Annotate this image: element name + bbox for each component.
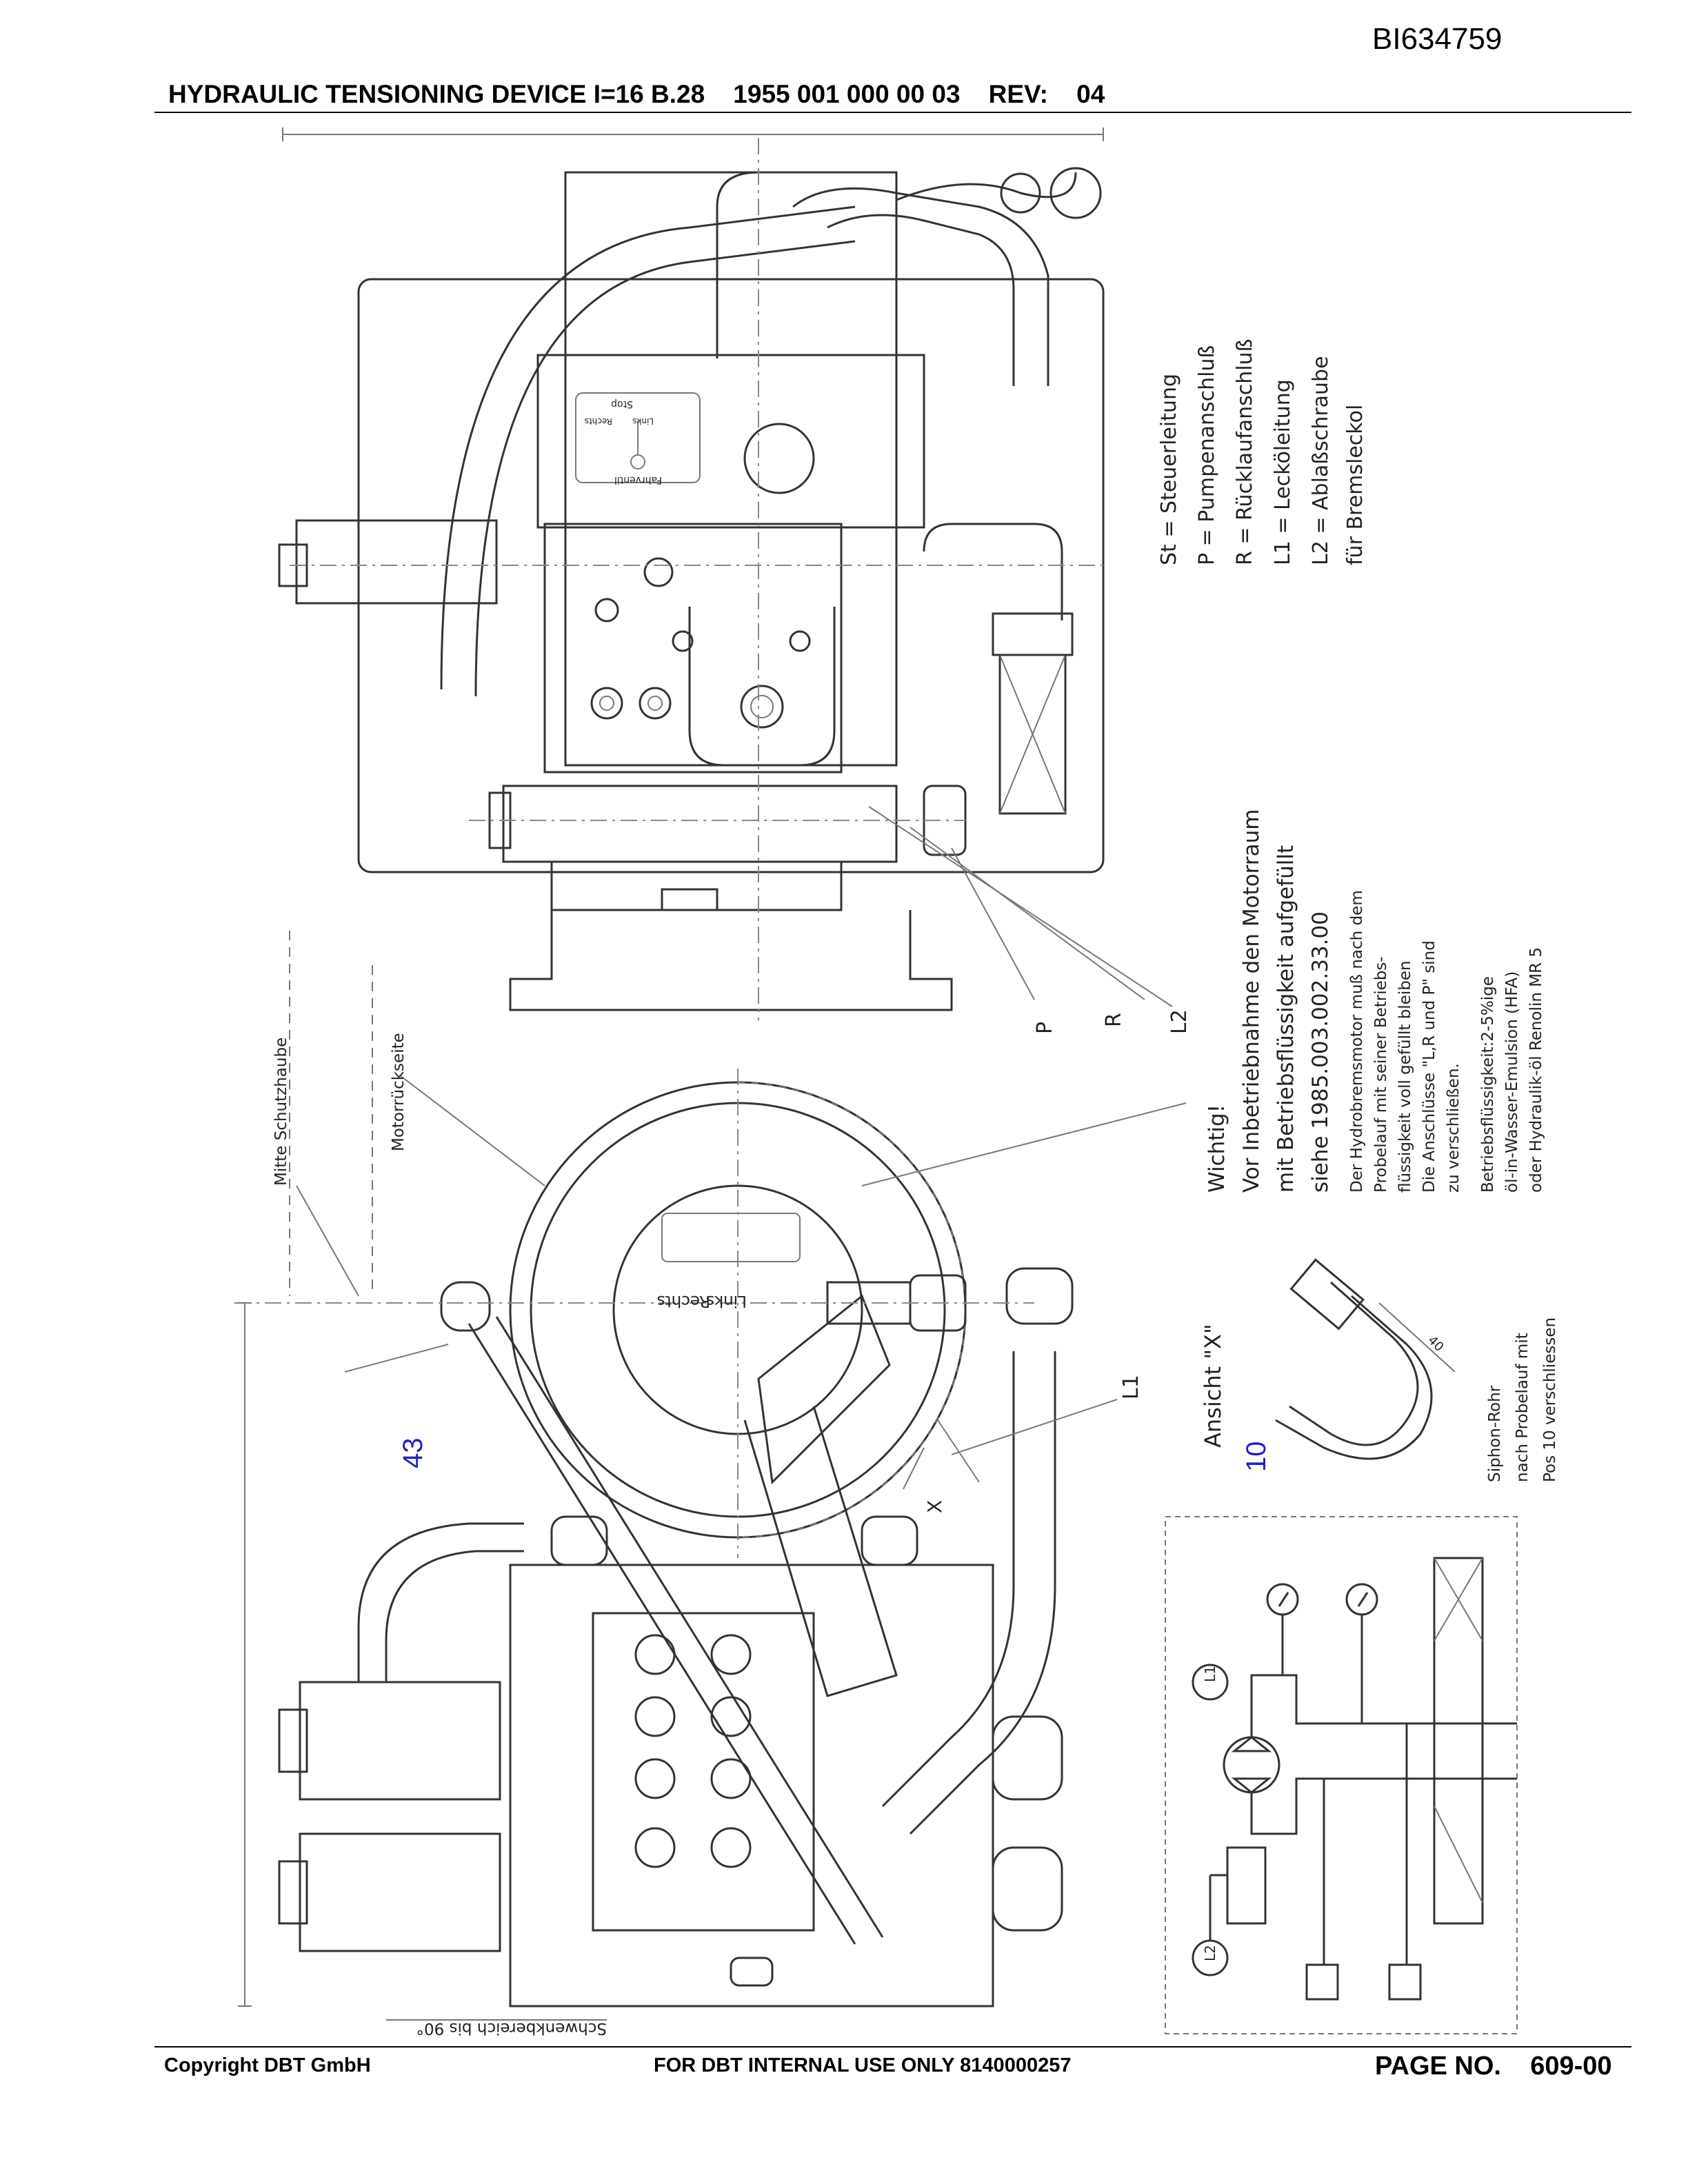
note-line: Betriebsflüssigkeit:2-5%ige xyxy=(1479,976,1497,1193)
note-line: zu verschließen. xyxy=(1445,1063,1463,1193)
port-legend: St = Steuerleitung P = Pumpenanschluß R … xyxy=(1157,338,1367,565)
note-line: Wichtig! xyxy=(1205,1104,1229,1193)
note-line: Probelauf mit seiner Betriebs- xyxy=(1372,956,1390,1193)
position-callout-10: 10 xyxy=(1241,1442,1272,1473)
detail-view-x xyxy=(1275,1258,1456,1460)
footer-divider xyxy=(154,2046,1631,2048)
legend-item: für Bremsleckol xyxy=(1343,405,1367,565)
notes-fluid: Betriebsflüssigkeit:2-5%ige öl-in-Wasser… xyxy=(1479,947,1545,1193)
port-label-l1: L1 xyxy=(1119,1375,1143,1399)
legend-item: P = Pumpenanschluß xyxy=(1195,345,1219,565)
legend-item: L2 = Ablaßschraube xyxy=(1309,356,1333,565)
header-divider xyxy=(154,112,1631,113)
note-line: oder Hydraulik-öl Renolin MR 5 xyxy=(1527,947,1545,1193)
notes-wichtig: Wichtig! Vor Inbetriebnahme den Motorrau… xyxy=(1205,809,1333,1193)
note-line: siehe 1985.003.002.33.00 xyxy=(1308,911,1333,1193)
detail-view-title: Ansicht "X" xyxy=(1200,1324,1226,1448)
footer-internal-notice: FOR DBT INTERNAL USE ONLY 8140000257 xyxy=(654,2054,1072,2076)
label-panel-links: Links xyxy=(632,416,654,426)
note-line: mit Betriebsflüssigkeit aufgefüllt xyxy=(1274,845,1298,1193)
position-callout-43: 43 xyxy=(398,1438,428,1469)
note-line: flüssigkeit voll gefüllt bleiben xyxy=(1396,960,1414,1193)
hydraulic-schematic xyxy=(1165,1516,1518,2034)
label-motorrueckseite: Motorrückseite xyxy=(390,1033,408,1151)
lower-assembly-view xyxy=(234,931,1187,2021)
legend-item: L1 = Lecköleitung xyxy=(1271,379,1295,565)
note-line: Der Hydrobremsmotor muß nach dem xyxy=(1348,890,1366,1193)
note-line: Vor Inbetriebnahme den Motorraum xyxy=(1239,809,1264,1193)
note-line: Pos 10 verschliessen xyxy=(1541,1317,1559,1482)
schematic-label-l2: L2 xyxy=(1202,1945,1218,1961)
port-label-x: X xyxy=(923,1500,946,1513)
dimension-40: 40 xyxy=(1425,1333,1446,1355)
schematic-label-l1: L1 xyxy=(1202,1666,1218,1682)
note-line: Die Anschlüsse "L,R und P" sind xyxy=(1420,940,1438,1193)
footer-copyright: Copyright DBT GmbH xyxy=(164,2054,371,2076)
label-mitte-schutzhaube: Mitte Schutzhaube xyxy=(272,1038,290,1186)
footer-page-number: PAGE NO. 609-00 xyxy=(1375,2052,1612,2081)
label-panel-rechts: Rechts xyxy=(585,416,612,426)
label-schwenkbereich: Schwenkbereich bis 90° xyxy=(416,2019,607,2037)
upper-assembly-view xyxy=(278,128,1173,1020)
note-line: öl-in-Wasser-Emulsion (HFA) xyxy=(1503,971,1521,1193)
label-panel-fahrventil: Fahrventil xyxy=(614,474,662,485)
legend-item: R = Rücklaufanschluß xyxy=(1233,338,1257,565)
port-label-l2: L2 xyxy=(1167,1009,1192,1034)
port-label-p: P xyxy=(1033,1022,1057,1034)
note-line: Siphon-Rohr xyxy=(1486,1385,1504,1482)
page-header-title: HYDRAULIC TENSIONING DEVICE I=16 B.28 19… xyxy=(168,80,1105,108)
label-panel-stop: Stop xyxy=(611,398,633,410)
label-hub-links: Links xyxy=(706,1292,747,1310)
label-hub-rechts: Rechts xyxy=(657,1292,710,1310)
port-label-r: R xyxy=(1102,1013,1126,1027)
notes-hydromotor: Der Hydrobremsmotor muß nach dem Probela… xyxy=(1348,890,1463,1193)
notes-siphon: Siphon-Rohr nach Probelauf mit Pos 10 ve… xyxy=(1486,1317,1559,1482)
legend-item: St = Steuerleitung xyxy=(1157,374,1181,565)
document-id: BI634759 xyxy=(1372,22,1503,56)
note-line: nach Probelauf mit xyxy=(1514,1333,1531,1482)
